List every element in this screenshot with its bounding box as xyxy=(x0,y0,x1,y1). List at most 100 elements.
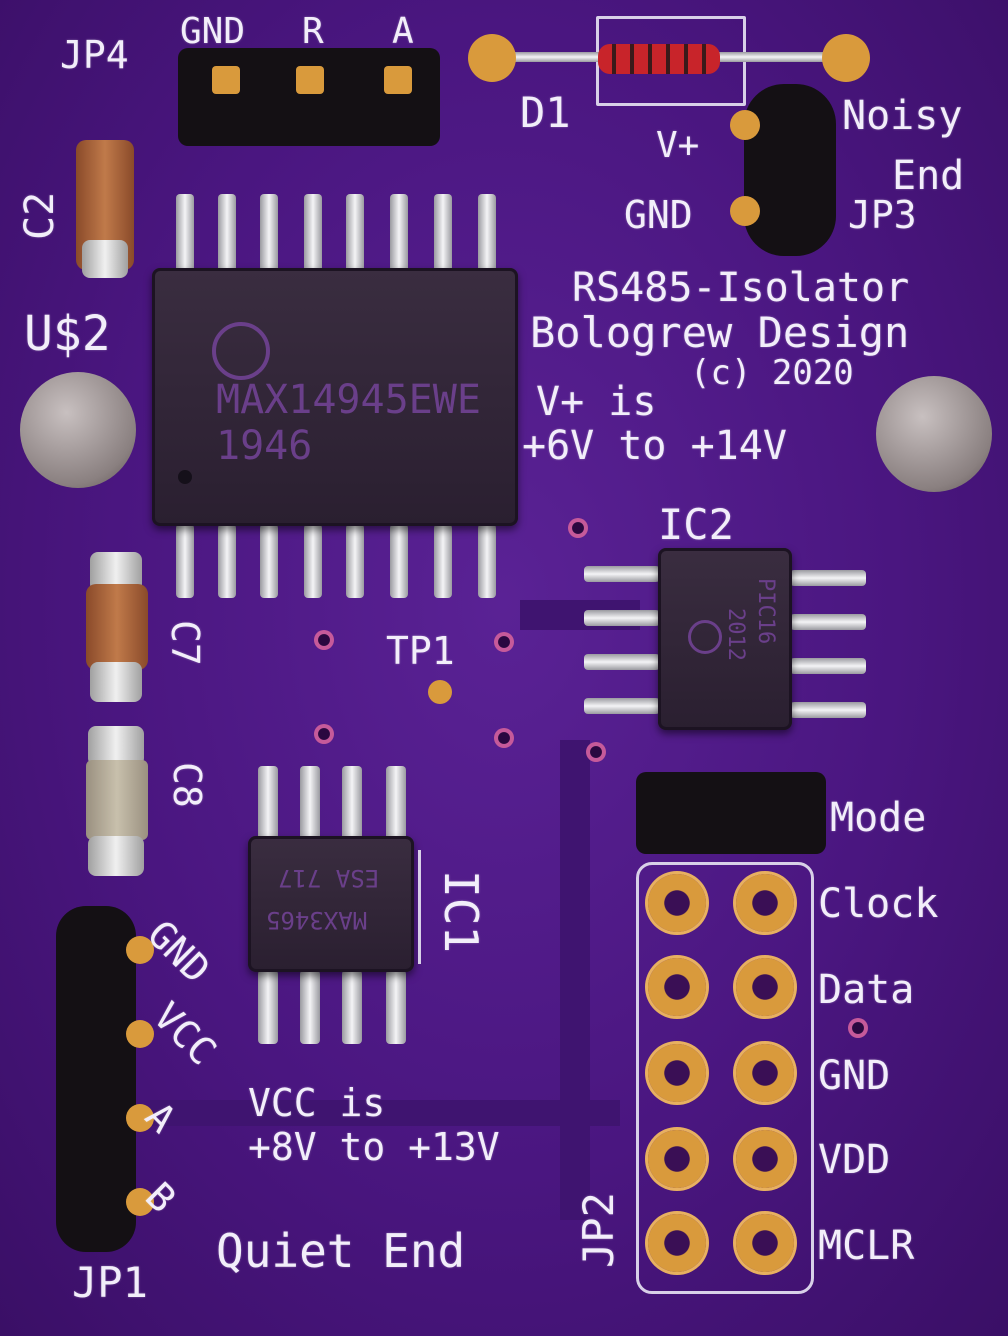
mounting-hole-right xyxy=(876,376,992,492)
via xyxy=(494,632,514,652)
jp2-hole[interactable] xyxy=(736,1214,794,1272)
jp3-pad xyxy=(730,110,760,140)
tp1-test-point[interactable] xyxy=(428,680,452,704)
jp2-hole[interactable] xyxy=(648,1130,706,1188)
via xyxy=(314,724,334,744)
jp1-label: JP1 xyxy=(72,1258,148,1307)
tp1-label: TP1 xyxy=(386,629,455,673)
board-title: RS485-Isolator xyxy=(572,265,910,311)
jp2-hole[interactable] xyxy=(648,1214,706,1272)
c8-cap-end xyxy=(88,836,144,876)
jp1-pad xyxy=(126,1188,154,1216)
jp2-hole[interactable] xyxy=(648,874,706,932)
jp3-label: JP3 xyxy=(848,193,917,237)
ic1-label: IC1 xyxy=(434,870,488,954)
ic2-chip: PIC16 2012 xyxy=(658,548,792,730)
jp1-pin-gnd-label: GND xyxy=(139,911,219,992)
ic2-pin xyxy=(584,610,660,626)
microchip-logo-icon xyxy=(688,620,722,654)
c8-cap-end xyxy=(88,726,144,766)
u2-label: U$2 xyxy=(24,306,111,362)
jp2-pin-gnd-label: GND xyxy=(818,1053,891,1099)
u2-pin xyxy=(304,194,322,272)
ic2-pin xyxy=(584,566,660,582)
ic1-outline xyxy=(418,850,421,964)
u2-pin xyxy=(260,194,278,272)
jp2-hole[interactable] xyxy=(736,958,794,1016)
c8-label: C8 xyxy=(165,762,209,808)
via xyxy=(314,630,334,650)
c7-cap-end xyxy=(90,662,142,702)
ic1-marking-line2: MAX3465 xyxy=(266,906,368,934)
noisy-end-label-2: End xyxy=(892,153,965,199)
jp2-hole[interactable] xyxy=(736,874,794,932)
jp1-pin-a-label: A xyxy=(137,1093,185,1142)
board-designer: Bologrew Design xyxy=(530,308,910,357)
u2-pin xyxy=(478,194,496,272)
pin1-dot xyxy=(178,470,192,484)
c7-label: C7 xyxy=(163,620,207,666)
ic2-marking-line2: 2012 xyxy=(723,608,748,661)
ic2-marking-line1: PIC16 xyxy=(753,578,778,645)
d1-pad-right xyxy=(822,34,870,82)
board-copyright: (c) 2020 xyxy=(690,353,854,393)
jp4-pad xyxy=(212,66,240,94)
jp2-hole[interactable] xyxy=(736,1130,794,1188)
c8-capacitor xyxy=(86,760,148,840)
jp4-header[interactable] xyxy=(178,48,440,146)
vcc-note-line1: VCC is xyxy=(248,1081,386,1125)
ic2-pin xyxy=(584,698,660,714)
jp3-pin-gnd-label: GND xyxy=(624,193,693,237)
jp4-label: JP4 xyxy=(60,33,129,77)
vcc-note-line2: +8V to +13V xyxy=(248,1125,500,1169)
u2-pin xyxy=(346,194,364,272)
trace xyxy=(560,740,590,1220)
ic1-pin xyxy=(342,766,362,840)
ic1-pin xyxy=(386,970,406,1044)
jp1-pad xyxy=(126,936,154,964)
via xyxy=(494,728,514,748)
jp1-pin-b-label: B xyxy=(137,1173,185,1222)
jp1-header[interactable] xyxy=(56,906,136,1252)
jp2-hole[interactable] xyxy=(648,1044,706,1102)
u2-pin xyxy=(434,524,452,598)
c7-capacitor xyxy=(86,584,148,670)
u2-pin xyxy=(218,194,236,272)
ic2-pin xyxy=(790,614,866,630)
u2-pin xyxy=(176,194,194,272)
jp3-pad xyxy=(730,196,760,226)
jp2-outline xyxy=(636,862,814,1294)
via xyxy=(568,518,588,538)
manufacturer-logo-icon xyxy=(212,322,270,380)
jp2-hole[interactable] xyxy=(736,1044,794,1102)
jp2-hole[interactable] xyxy=(648,958,706,1016)
ic1-pin xyxy=(300,970,320,1044)
jp2-mode-jumper[interactable] xyxy=(636,772,826,854)
vplus-note-line2: +6V to +14V xyxy=(522,423,787,469)
u2-marking-line2: 1946 xyxy=(216,423,313,469)
ic1-pin xyxy=(258,766,278,840)
u2-marking-line1: MAX14945EWE xyxy=(216,377,481,423)
jp4-pad xyxy=(296,66,324,94)
c2-label: C2 xyxy=(17,191,63,240)
jp1-pin-vcc-label: VCC xyxy=(145,993,225,1074)
u2-pin xyxy=(260,524,278,598)
jp4-pin-r-label: R xyxy=(302,11,324,52)
ic2-pin xyxy=(790,702,866,718)
ic1-pin xyxy=(258,970,278,1044)
d1-pad-left xyxy=(468,34,516,82)
u2-pin xyxy=(304,524,322,598)
ic1-pin xyxy=(300,766,320,840)
jp4-pad xyxy=(384,66,412,94)
u2-pin xyxy=(434,194,452,272)
jp4-pin-gnd-label: GND xyxy=(180,11,246,52)
u2-pin xyxy=(390,524,408,598)
u2-pin xyxy=(478,524,496,598)
quiet-end-label: Quiet End xyxy=(216,1224,466,1278)
jp2-pin-data-label: Data xyxy=(818,967,915,1013)
ic1-pin xyxy=(342,970,362,1044)
ic1-marking-line1: ESA 717 xyxy=(278,864,380,892)
d1-label: D1 xyxy=(520,88,571,137)
jp3-header[interactable] xyxy=(744,84,836,256)
mounting-hole-left xyxy=(20,372,136,488)
